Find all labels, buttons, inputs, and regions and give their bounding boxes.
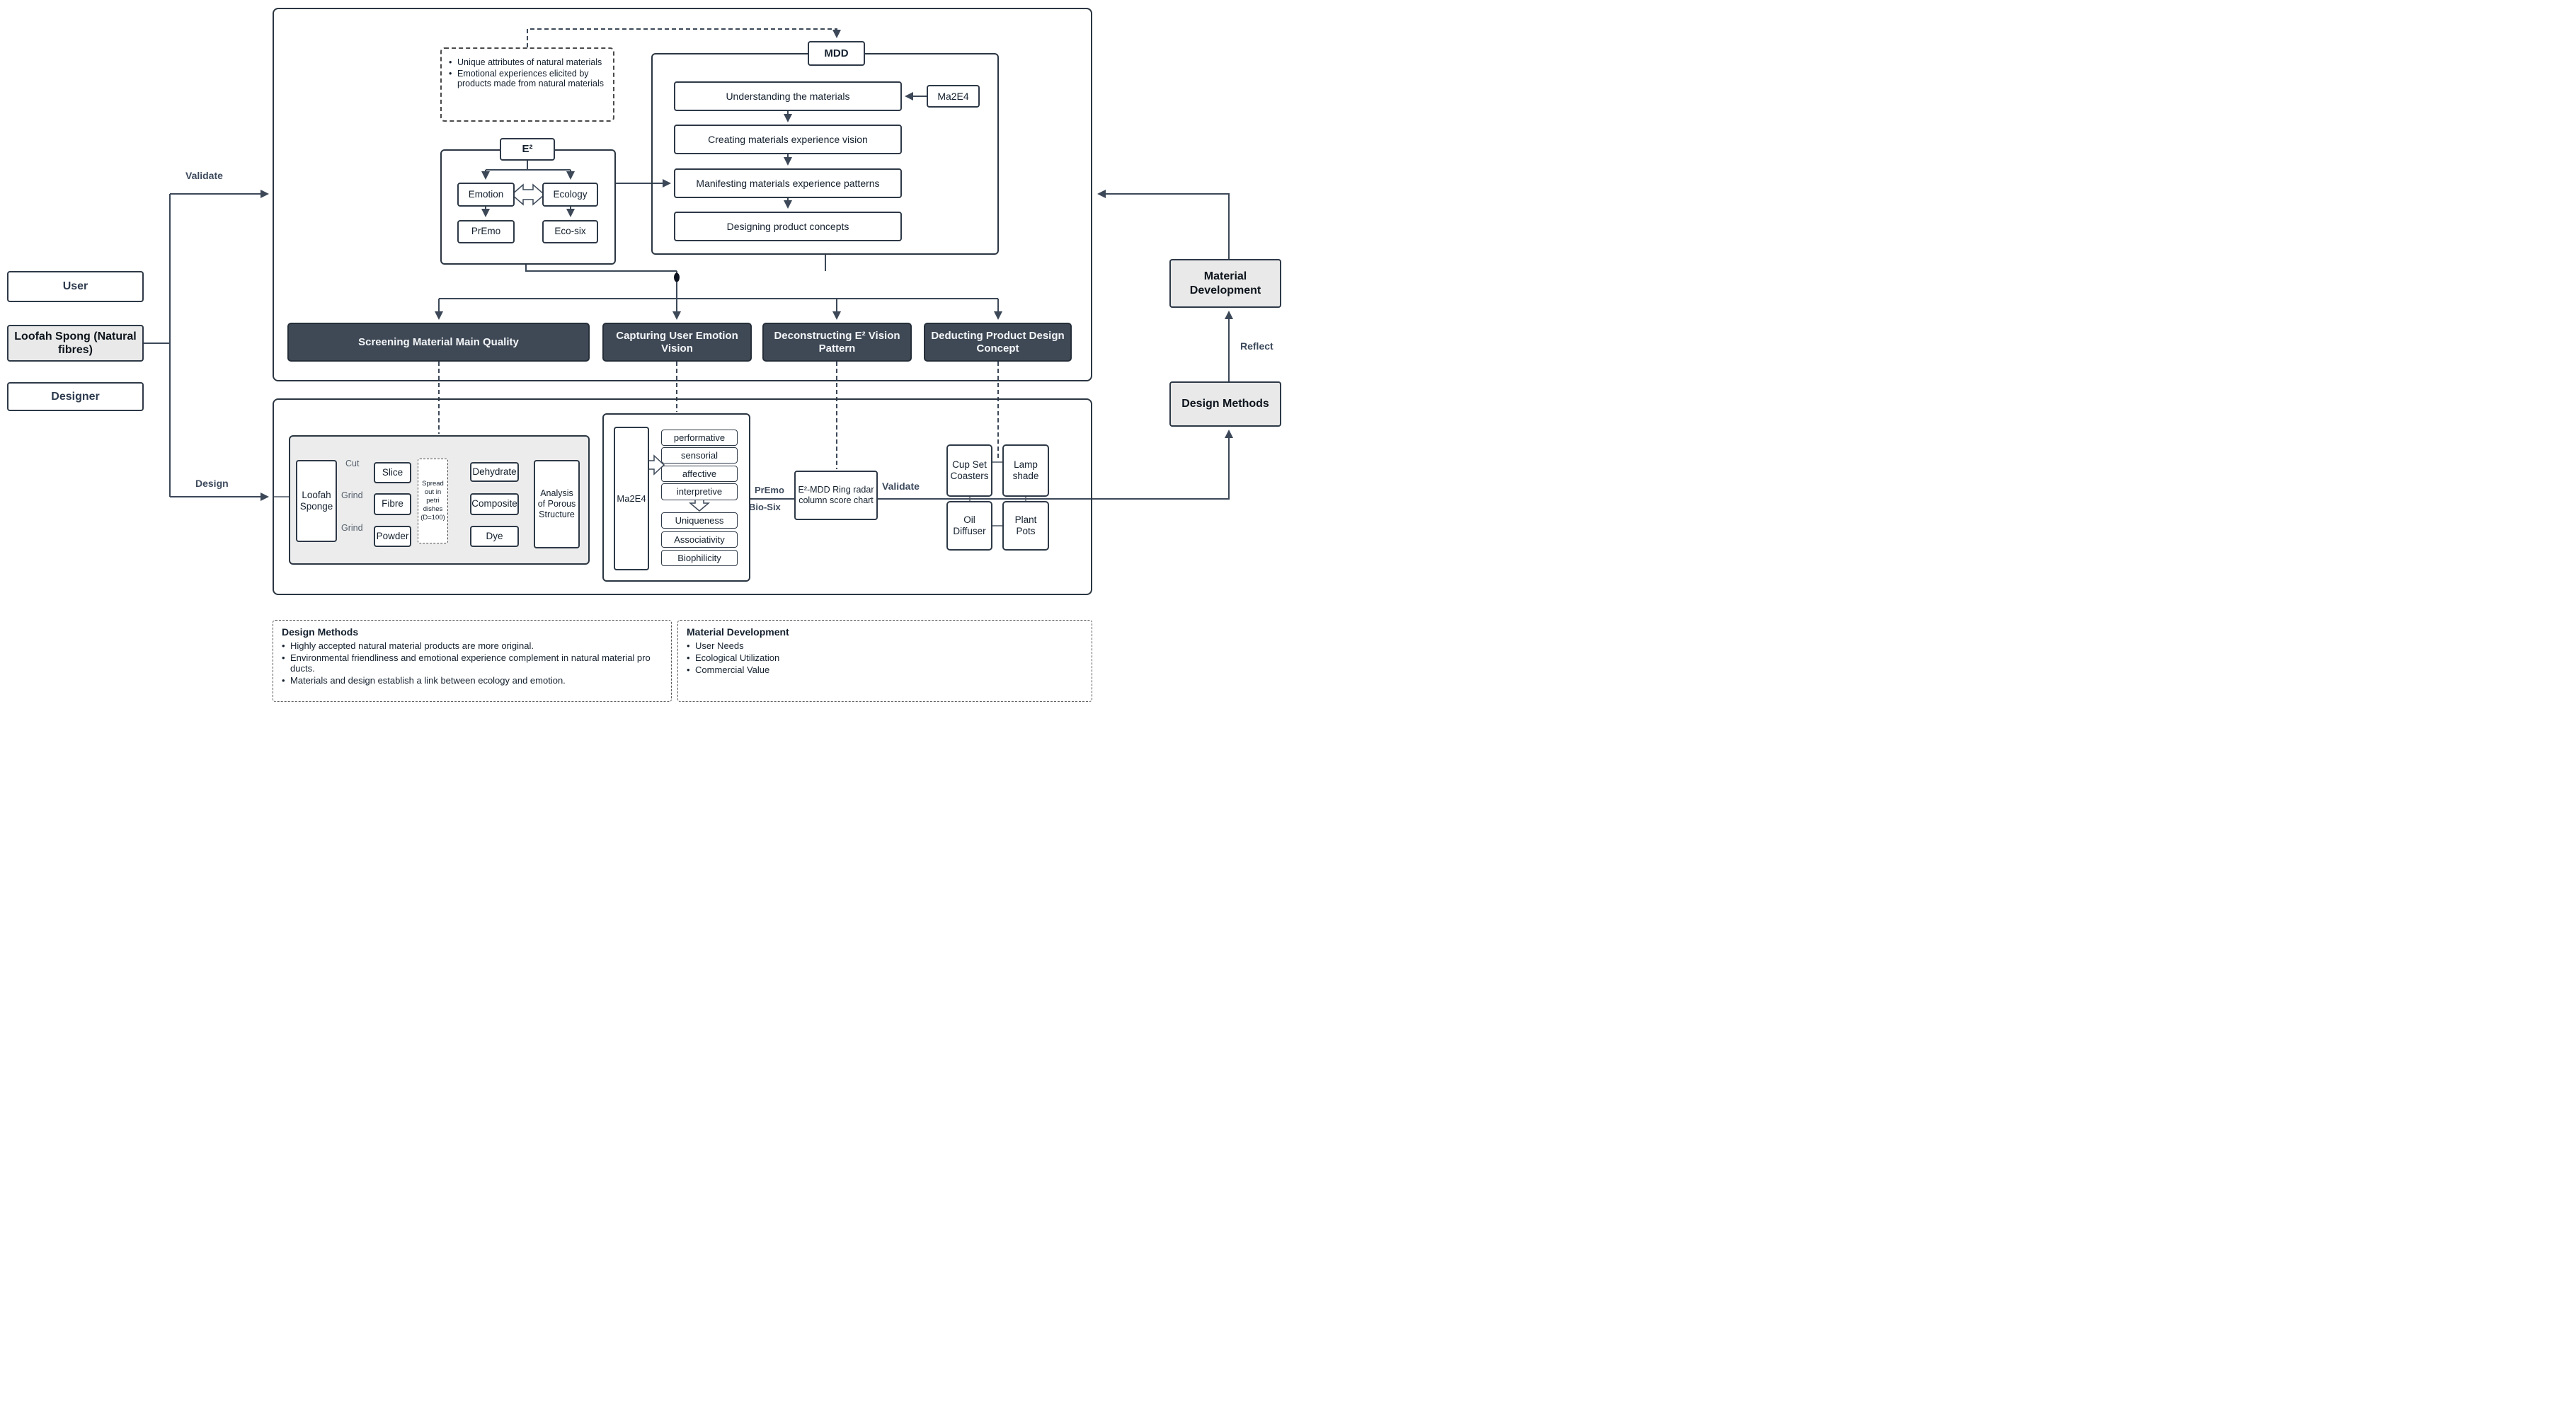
bottom-frame	[273, 398, 1092, 595]
quality-performative: performative	[661, 430, 738, 446]
product-plant: Plant Pots	[1002, 501, 1049, 551]
note-title: Design Methods	[282, 626, 359, 638]
edge-label-grind-2: Grind	[341, 523, 363, 533]
product-cup: Cup Set Coasters	[946, 444, 992, 497]
edge-label-cut: Cut	[345, 459, 360, 468]
diagram-canvas: Unique attributes of natural materials E…	[0, 0, 1288, 708]
edge-label-grind-1: Grind	[341, 490, 363, 500]
material-development-node: Material Development	[1169, 259, 1281, 308]
note-bullet: Commercial Value	[687, 664, 1083, 675]
info-note: Unique attributes of natural materials E…	[440, 47, 614, 122]
edge-label-reflect: Reflect	[1240, 340, 1273, 352]
junction-dot	[674, 272, 680, 282]
note-bullet: Emotional experiences elicited by produc…	[449, 69, 606, 88]
quality-uniqueness: Uniqueness	[661, 512, 738, 529]
eco-six-node: Eco-six	[542, 220, 598, 243]
design-methods-note: Design Methods Highly accepted natural m…	[273, 620, 672, 702]
wire-actor-branch	[144, 194, 171, 497]
design-methods-node: Design Methods	[1169, 381, 1281, 427]
material-development-note: Material Development User Needs Ecologic…	[677, 620, 1092, 702]
phase-deducting: Deducting Product Design Concept	[924, 323, 1072, 362]
note-bullet: User Needs	[687, 640, 1083, 651]
loofah-sponge-node: Loofah Sponge	[296, 460, 337, 542]
ma2e4-node: Ma2E4	[614, 427, 649, 570]
designer-node: Designer	[7, 382, 144, 411]
mdd-step-designing: Designing product concepts	[674, 212, 902, 241]
mdd-tab: MDD	[808, 41, 865, 66]
chart-ref-node: E²-MDD Ring radar column score chart	[794, 471, 878, 520]
mdd-step-creating: Creating materials experience vision	[674, 125, 902, 154]
product-lamp: Lamp shade	[1002, 444, 1049, 497]
edge-label-premo: PrEmo	[755, 485, 784, 495]
quality-interpretive: interpretive	[661, 483, 738, 500]
note-bullet: Unique attributes of natural materials	[449, 57, 606, 67]
edge-label-validate-top: Validate	[185, 170, 223, 181]
note-bullet: Highly accepted natural material product…	[282, 640, 663, 651]
e2-frame	[440, 149, 616, 265]
quality-sensorial: sensorial	[661, 447, 738, 464]
ecology-node: Ecology	[542, 183, 598, 207]
phase-deconstructing: Deconstructing E² Vision Pattern	[762, 323, 912, 362]
ma2e4-frame	[602, 413, 750, 582]
top-frame	[273, 8, 1092, 381]
wire-validate-bottom	[878, 430, 1233, 500]
phase-capturing: Capturing User Emotion Vision	[602, 323, 752, 362]
wire-e2-split	[486, 161, 571, 171]
note-bullet: Environmental friendliness and emotional…	[282, 652, 663, 674]
quality-affective: affective	[661, 466, 738, 482]
edge-label-design: Design	[195, 478, 229, 489]
fibre-node: Fibre	[374, 493, 411, 515]
composite-node: Composite	[470, 493, 519, 515]
premo-node: PrEmo	[457, 220, 515, 243]
user-node: User	[7, 271, 144, 302]
analysis-node: Analysis of Porous Structure	[534, 460, 580, 548]
edge-label-validate-bottom: Validate	[882, 480, 920, 492]
mdd-step-understanding: Understanding the materials	[674, 81, 902, 111]
dehydrate-node: Dehydrate	[470, 462, 519, 482]
mdd-step-manifesting: Manifesting materials experience pattern…	[674, 168, 902, 198]
product-oil: Oil Diffuser	[946, 501, 992, 551]
note-title: Material Development	[687, 626, 789, 638]
dye-node: Dye	[470, 526, 519, 547]
slice-node: Slice	[374, 462, 411, 483]
wire-md-to-topframe	[1097, 190, 1230, 259]
edge-label-biosix: Bio-Six	[749, 502, 781, 512]
quality-biophilicity: Biophilicity	[661, 550, 738, 566]
e2-tab: E²	[500, 138, 555, 161]
wire-info-to-mdd	[527, 28, 841, 47]
ma2e4-ref-node: Ma2E4	[927, 85, 980, 108]
petri-note: Spread out in petri dishes (D=100)	[418, 459, 448, 543]
phase-screening: Screening Material Main Quality	[287, 323, 590, 362]
loofah-material-node: Loofah Spong (Natural fibres)	[7, 325, 144, 362]
note-bullet: Materials and design establish a link be…	[282, 675, 663, 686]
note-bullet: Ecological Utilization	[687, 652, 1083, 663]
emotion-node: Emotion	[457, 183, 515, 207]
powder-node: Powder	[374, 526, 411, 547]
quality-associativity: Associativity	[661, 531, 738, 548]
